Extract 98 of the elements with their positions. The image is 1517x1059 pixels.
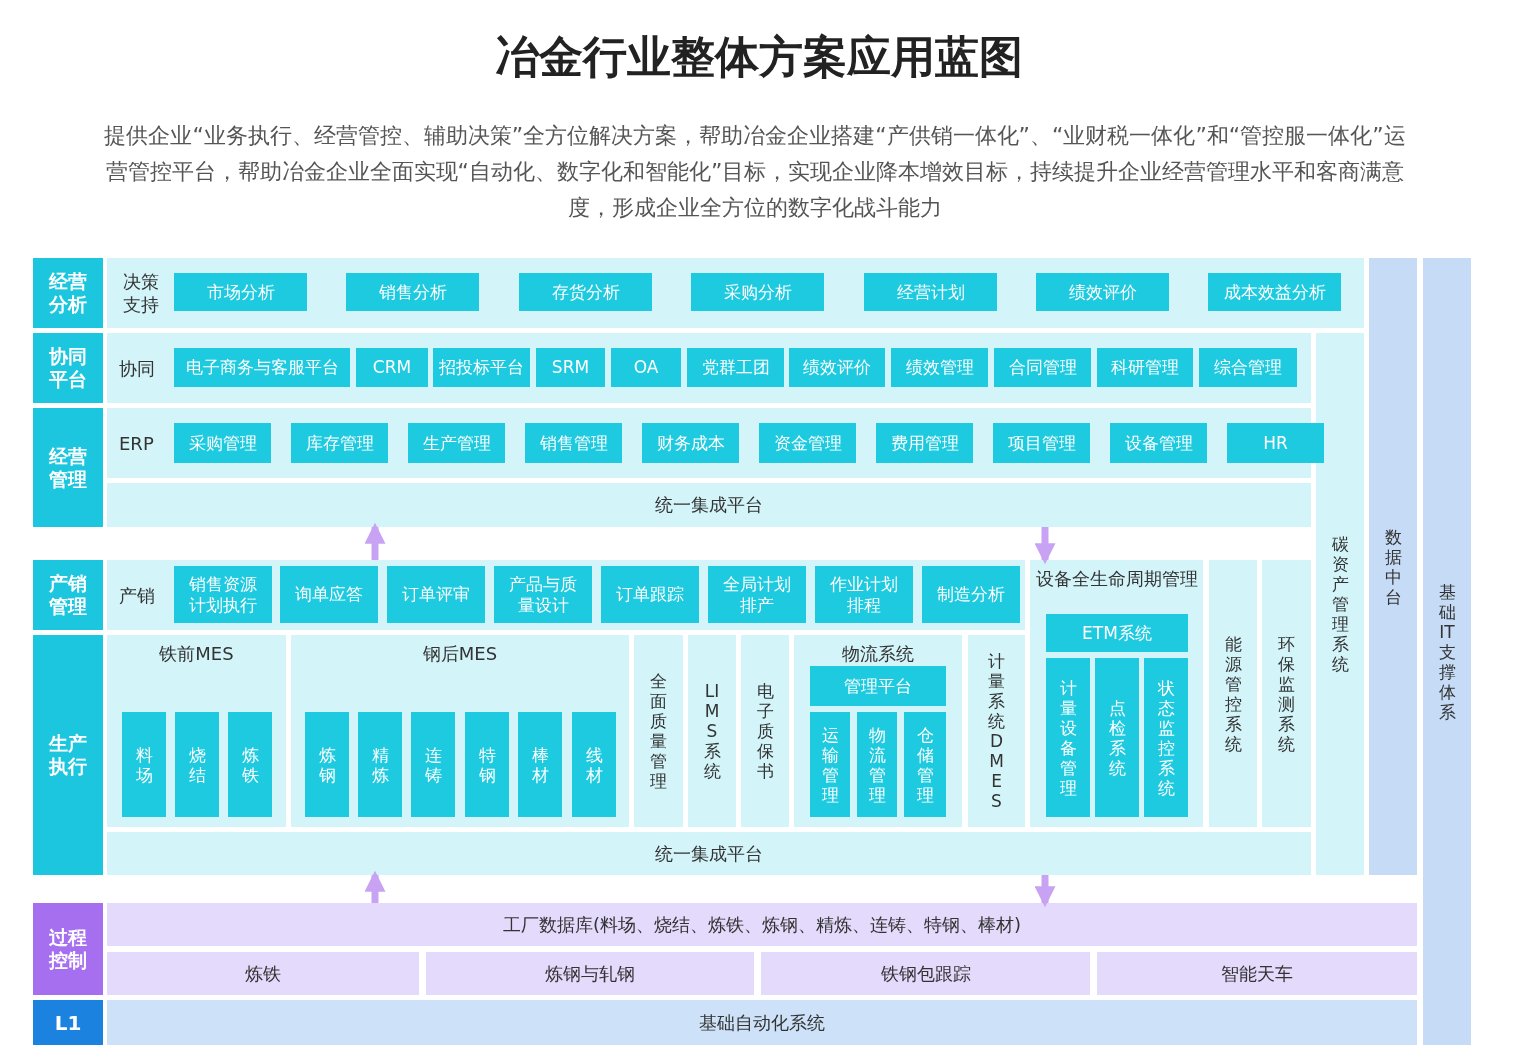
module-tile: 精炼 bbox=[358, 712, 402, 817]
section-label: 生产执行 bbox=[33, 635, 103, 875]
process-bar: 工厂数据库(料场、烧结、炼铁、炼钢、精炼、连铸、特钢、棒材) bbox=[107, 903, 1417, 946]
section-label: 经营管理 bbox=[33, 408, 103, 527]
section-label: 协同平台 bbox=[33, 333, 103, 403]
module-panel bbox=[107, 635, 286, 827]
module-tile: 销售资源计划执行 bbox=[174, 566, 272, 623]
page-title: 冶金行业整体方案应用蓝图 bbox=[493, 30, 1024, 84]
module-tile: 物流管理 bbox=[857, 712, 897, 817]
module-tile: 炼铁 bbox=[228, 712, 272, 817]
panel-heading: 协同 bbox=[119, 356, 156, 381]
intro-paragraph: 提供企业“业务执行、经营管控、辅助决策”全方位解决方案，帮助冶金企业搭建“产供销一体化”、“业财税一体化”和“管控服一体化”运营管控平台，帮助冶金企业全面实现“自动化、数字化和智能化”目标，实现企业降本增效目标，持续提升企业经营管理水平和客商满意度，形成企业全方位的数字化战斗能力 bbox=[103, 122, 1407, 222]
module-tile: 存货分析 bbox=[519, 273, 652, 311]
module-tile: 产品与质量设计 bbox=[494, 566, 592, 623]
module-tile: 烧结 bbox=[175, 712, 219, 817]
module-tile: 计量设备管理 bbox=[1046, 658, 1090, 817]
panel-heading: 铁前MES bbox=[158, 643, 235, 665]
module-tile: 经营计划 bbox=[864, 273, 997, 311]
module-tile: 绩效评价 bbox=[789, 348, 885, 387]
module-tile: 财务成本 bbox=[642, 423, 739, 463]
module-tile: 绩效评价 bbox=[1036, 273, 1169, 311]
module-tile: 销售分析 bbox=[346, 273, 479, 311]
system-column: 能源管控系统 bbox=[1209, 560, 1257, 827]
process-bar: 炼铁 bbox=[107, 952, 419, 995]
module-tile: 电子商务与客服平台 bbox=[174, 348, 350, 387]
module-tile: 料场 bbox=[122, 712, 166, 817]
panel-heading: 钢后MES bbox=[421, 643, 499, 665]
module-panel bbox=[291, 635, 629, 827]
module-tile: 资金管理 bbox=[759, 423, 856, 463]
module-tile: 棒材 bbox=[518, 712, 562, 817]
flow-arrow bbox=[364, 522, 386, 560]
module-panel bbox=[107, 333, 1311, 403]
panel-heading: 物流系统 bbox=[841, 643, 915, 665]
module-tile: 成本效益分析 bbox=[1208, 273, 1341, 311]
module-tile: 市场分析 bbox=[174, 273, 307, 311]
panel-heading: ERP bbox=[119, 431, 155, 456]
panel-heading: 决策支持 bbox=[122, 270, 160, 317]
section-label: 过程控制 bbox=[33, 903, 103, 995]
module-tile: SRM bbox=[536, 348, 605, 387]
module-tile: 特钢 bbox=[465, 712, 509, 817]
module-tile: OA bbox=[611, 348, 681, 387]
section-label: 产销管理 bbox=[33, 560, 103, 630]
module-tile: 点检系统 bbox=[1095, 658, 1139, 817]
system-column: 电子质保书 bbox=[741, 635, 789, 827]
section-label: 经营分析 bbox=[33, 258, 103, 328]
flow-arrow bbox=[364, 870, 386, 903]
system-column: 计量系统DMES bbox=[968, 635, 1025, 827]
module-tile: ETM系统 bbox=[1046, 614, 1188, 652]
panel-heading: 产销 bbox=[119, 583, 156, 608]
module-panel bbox=[107, 258, 1364, 328]
system-column: 全面质量管理 bbox=[634, 635, 683, 827]
module-tile: 生产管理 bbox=[408, 423, 505, 463]
flow-arrow bbox=[1034, 875, 1056, 908]
module-tile: 全局计划排产 bbox=[708, 566, 806, 623]
flow-arrow bbox=[1034, 527, 1056, 565]
module-tile: 采购管理 bbox=[174, 423, 271, 463]
support-column: 数据中台 bbox=[1369, 258, 1417, 875]
module-tile: 炼钢 bbox=[305, 712, 349, 817]
support-column: 基础IT支撑体系 bbox=[1423, 258, 1471, 1045]
module-tile: 销售管理 bbox=[525, 423, 622, 463]
module-tile: 订单评审 bbox=[387, 566, 485, 623]
module-tile: 招投标平台 bbox=[433, 348, 530, 387]
module-tile: 设备管理 bbox=[1110, 423, 1207, 463]
module-tile: 库存管理 bbox=[291, 423, 388, 463]
module-tile: 采购分析 bbox=[691, 273, 824, 311]
process-bar: 铁钢包跟踪 bbox=[761, 952, 1090, 995]
module-panel bbox=[1030, 560, 1203, 827]
module-tile: 连铸 bbox=[411, 712, 455, 817]
section-label: L1 bbox=[33, 1000, 103, 1045]
system-column: 碳资产管理系统 bbox=[1316, 333, 1364, 875]
module-tile: 管理平台 bbox=[810, 666, 946, 706]
module-tile: 仓储管理 bbox=[904, 712, 946, 817]
module-tile: 科研管理 bbox=[1097, 348, 1193, 387]
module-tile: 党群工团 bbox=[687, 348, 784, 387]
module-tile: 合同管理 bbox=[994, 348, 1091, 387]
module-panel: 统一集成平台 bbox=[107, 832, 1311, 875]
module-tile: HR bbox=[1227, 423, 1324, 463]
system-column: 环保监测系统 bbox=[1262, 560, 1311, 827]
module-panel bbox=[794, 635, 962, 827]
module-tile: 作业计划排程 bbox=[815, 566, 913, 623]
panel-heading: 设备全生命周期管理 bbox=[1034, 568, 1199, 590]
system-column: LIMS系统 bbox=[688, 635, 736, 827]
module-tile: 运输管理 bbox=[810, 712, 850, 817]
process-bar: 炼钢与轧钢 bbox=[426, 952, 754, 995]
module-tile: CRM bbox=[356, 348, 428, 387]
module-tile: 绩效管理 bbox=[891, 348, 988, 387]
module-tile: 综合管理 bbox=[1199, 348, 1297, 387]
module-tile: 询单应答 bbox=[280, 566, 378, 623]
module-panel: 统一集成平台 bbox=[107, 483, 1311, 527]
foundation-bar: 基础自动化系统 bbox=[107, 1000, 1417, 1045]
module-panel bbox=[107, 560, 1025, 630]
process-bar: 智能天车 bbox=[1097, 952, 1417, 995]
module-tile: 费用管理 bbox=[876, 423, 973, 463]
module-tile: 制造分析 bbox=[922, 566, 1020, 623]
module-tile: 项目管理 bbox=[993, 423, 1090, 463]
module-tile: 线材 bbox=[572, 712, 616, 817]
module-tile: 状态监控系统 bbox=[1144, 658, 1188, 817]
module-tile: 订单跟踪 bbox=[601, 566, 699, 623]
